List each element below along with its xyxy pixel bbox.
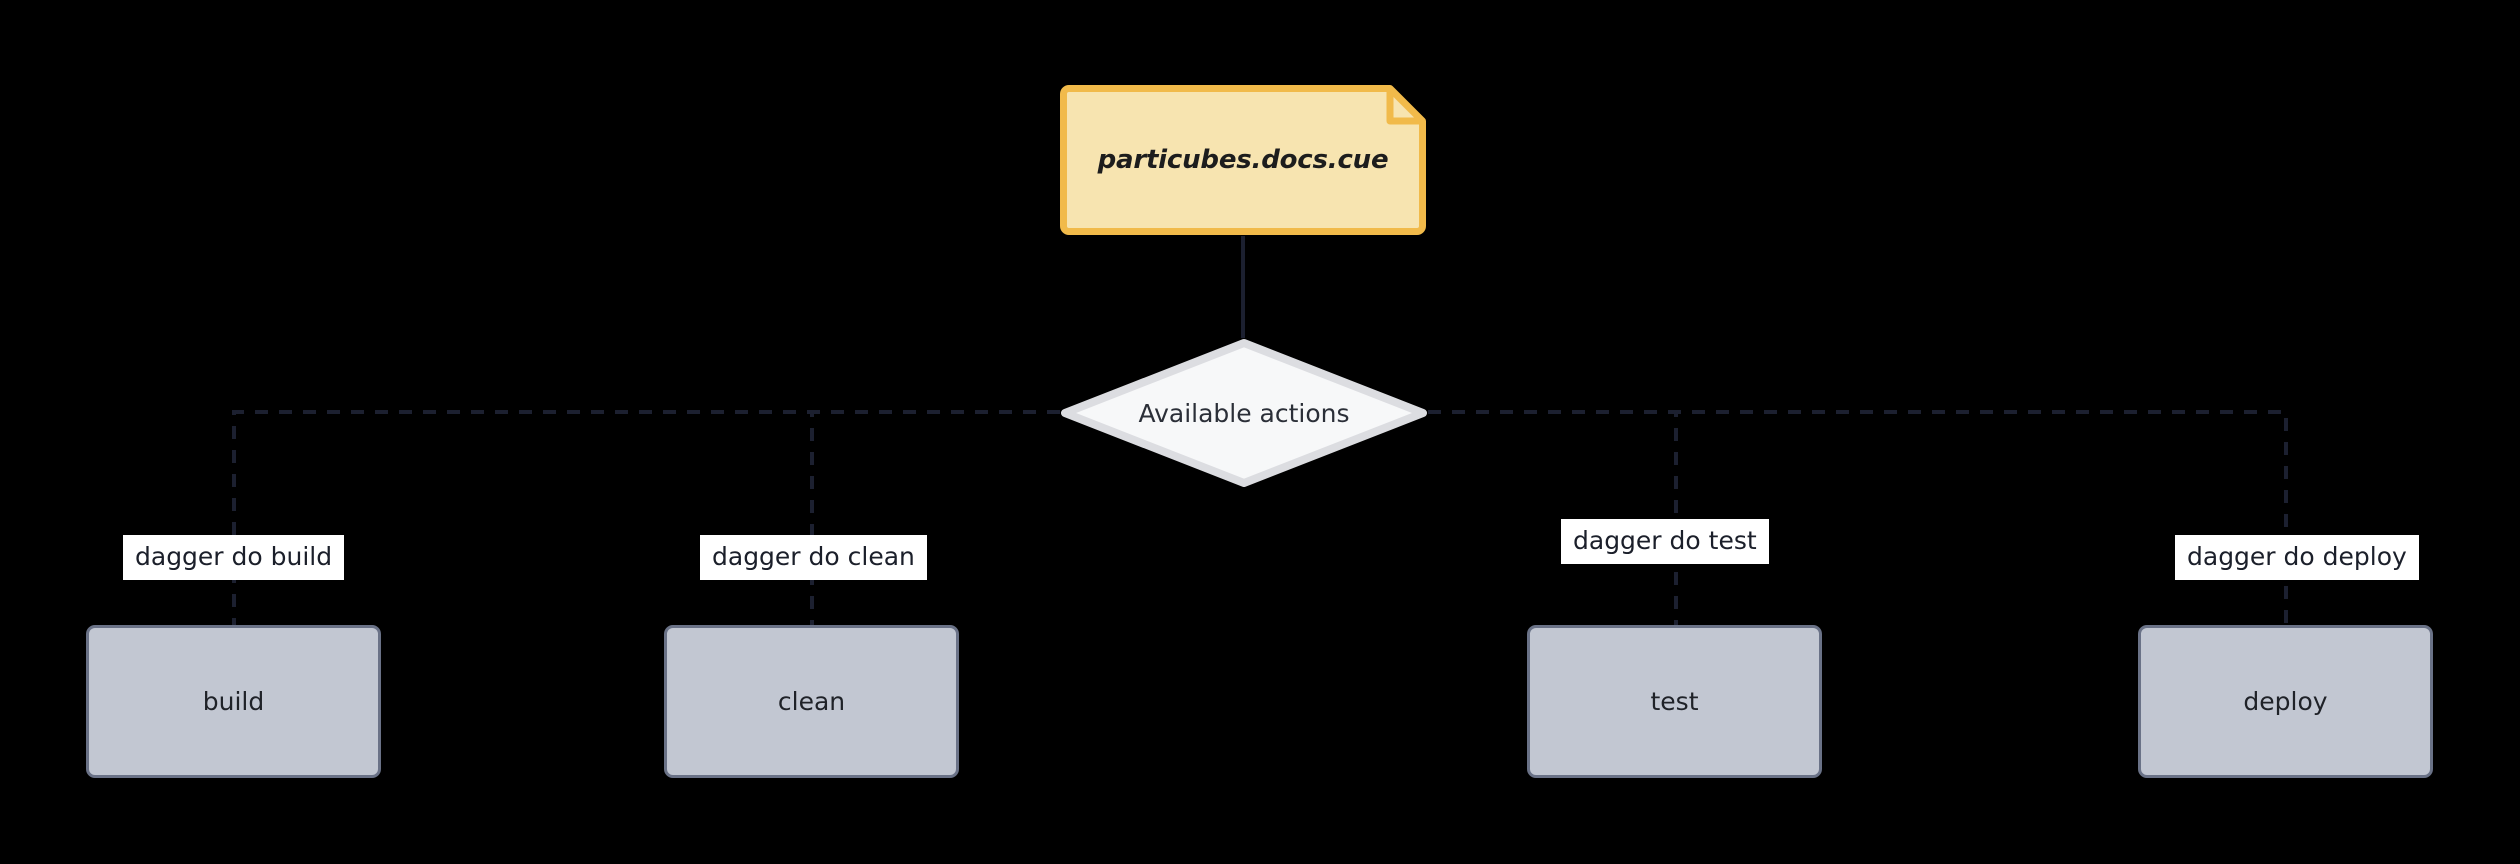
node-build-label: build bbox=[202, 687, 265, 716]
edge-decision-to-build bbox=[232, 410, 1060, 625]
note-label: particubes.docs.cue bbox=[1097, 145, 1389, 175]
edge-label-build: dagger do build bbox=[123, 535, 345, 580]
edge-label-test: dagger do test bbox=[1561, 519, 1769, 564]
node-test-label: test bbox=[1650, 687, 1699, 716]
decision-label: Available actions bbox=[1138, 398, 1350, 428]
node-test[interactable]: test bbox=[1527, 625, 1822, 778]
note-shape-icon bbox=[1060, 85, 1426, 235]
node-clean-label: clean bbox=[777, 687, 846, 716]
node-build[interactable]: build bbox=[86, 625, 381, 778]
note-node[interactable]: particubes.docs.cue bbox=[1060, 85, 1426, 235]
node-deploy[interactable]: deploy bbox=[2138, 625, 2433, 778]
node-clean[interactable]: clean bbox=[664, 625, 959, 778]
edge-decision-to-deploy bbox=[1428, 410, 2288, 625]
edge-decision-to-clean bbox=[810, 410, 1060, 625]
decision-node[interactable]: Available actions bbox=[1060, 338, 1428, 488]
node-deploy-label: deploy bbox=[2243, 687, 2328, 716]
edge-label-deploy: dagger do deploy bbox=[2175, 535, 2419, 580]
diamond-shape-icon bbox=[1061, 339, 1427, 487]
edge-label-clean: dagger do clean bbox=[700, 535, 927, 580]
